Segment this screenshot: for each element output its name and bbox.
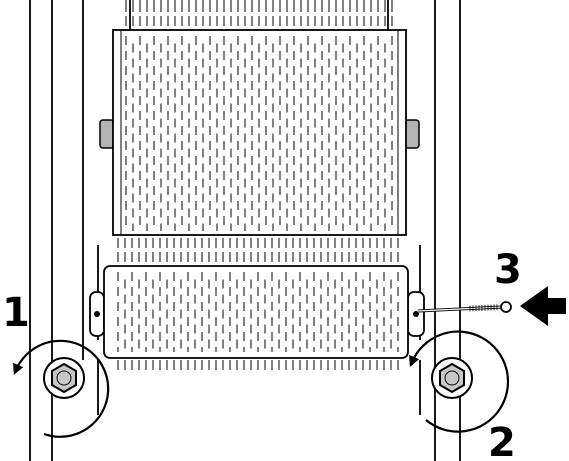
between-roller-teeth xyxy=(117,238,399,262)
lower-roller xyxy=(89,238,425,370)
lower-roller-bottom-teeth xyxy=(117,360,399,370)
hex-bolt-icon[interactable] xyxy=(43,357,85,399)
lower-right-pin-hole xyxy=(413,311,419,317)
frame-rails xyxy=(29,0,461,461)
upper-right-shaft-stub xyxy=(404,119,420,149)
left-arrow-icon xyxy=(520,286,566,326)
step-number-3: 3 xyxy=(494,247,522,293)
step-number-2: 2 xyxy=(488,420,516,461)
pin-tool-icon xyxy=(417,301,512,313)
counterclockwise-arrow-icon xyxy=(13,339,110,438)
lower-roller-body xyxy=(103,265,409,359)
lower-roller-teeth xyxy=(117,272,399,352)
hex-bolt-icon[interactable] xyxy=(431,357,473,399)
lower-left-pin-hole xyxy=(94,311,100,317)
upper-roller-teeth xyxy=(125,36,393,231)
clockwise-arrow-icon xyxy=(409,330,510,433)
upper-roller xyxy=(99,0,420,236)
step-number-1: 1 xyxy=(2,290,30,336)
upper-roller-top-teeth xyxy=(125,0,393,26)
upper-left-shaft-stub xyxy=(99,119,115,149)
